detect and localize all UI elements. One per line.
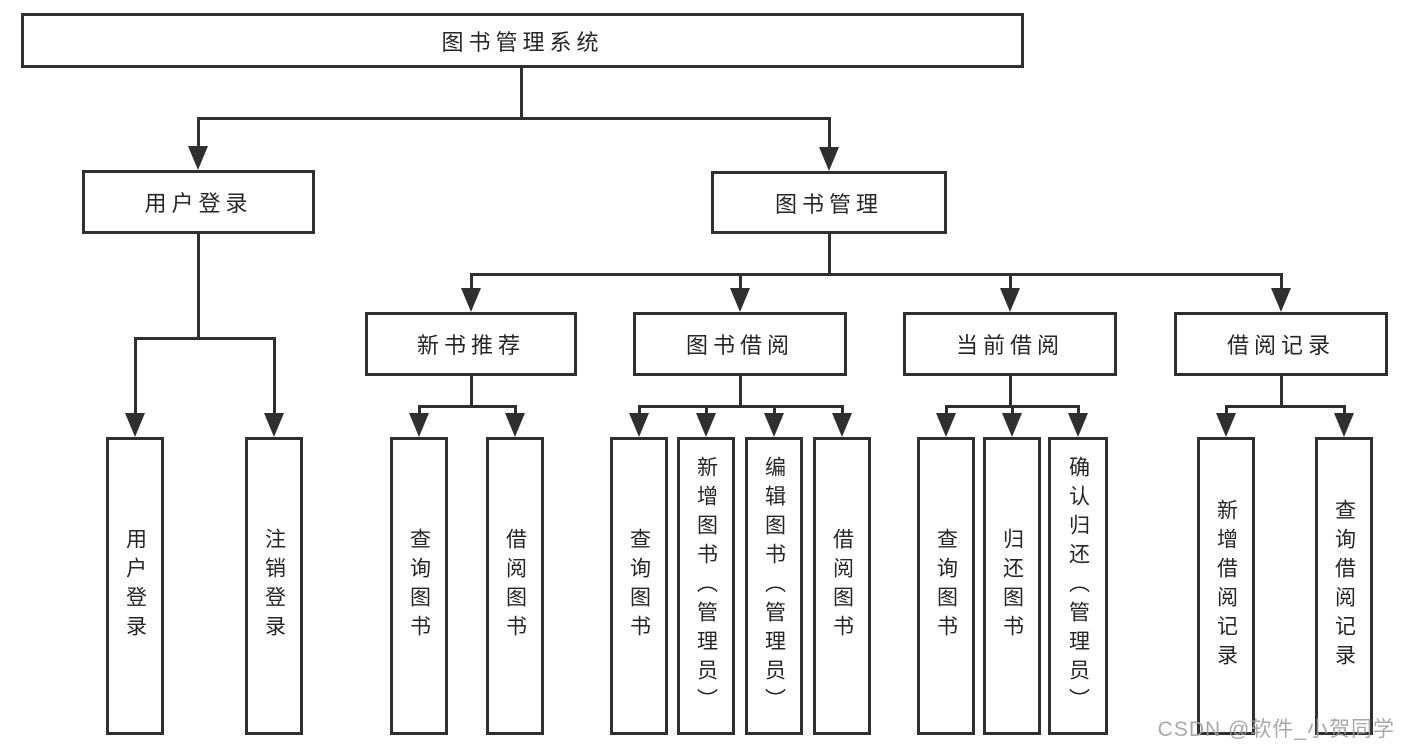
arrowhead-icon	[730, 288, 750, 312]
node-book-management: 图书管理	[711, 171, 947, 234]
leaf-add-book-admin: 新增图书（管理员）	[677, 437, 735, 735]
node-borrow-records: 借阅记录	[1174, 312, 1388, 376]
node-label: 图书管理系统	[441, 29, 604, 55]
arrowhead-icon	[764, 413, 784, 437]
connector-to-leaf	[134, 337, 137, 416]
arrowhead-icon	[1002, 413, 1022, 437]
node-label: 用户登录	[144, 191, 253, 216]
leaf-borrow-books: 借阅图书	[813, 437, 871, 735]
connector-to-leaf	[1011, 405, 1014, 417]
leaf-logout: 注销登录	[245, 437, 303, 735]
connector-root-stem	[520, 68, 523, 117]
node-label: 查询借阅记录	[1332, 499, 1356, 673]
node-label: 图书借阅	[685, 333, 794, 358]
connector-to-leaf	[638, 405, 641, 417]
arrowhead-icon	[1216, 413, 1236, 437]
connector-to-level3	[1280, 273, 1283, 291]
connector-branch-level3	[470, 273, 1283, 276]
leaf-query-books-current: 查询图书	[917, 437, 975, 735]
connector-branch-level2	[197, 117, 831, 120]
leaf-query-books-recommend: 查询图书	[390, 437, 448, 735]
connector-branch	[638, 405, 844, 408]
connector-branch	[418, 405, 517, 408]
connector-book-management-stem	[828, 234, 831, 274]
node-current-borrow: 当前借阅	[903, 312, 1117, 376]
node-label: 图书管理	[774, 191, 883, 217]
node-label: 借阅记录	[1226, 333, 1335, 358]
connector-user-login-stem	[197, 234, 200, 338]
node-label: 当前借阅	[955, 333, 1064, 358]
arrowhead-icon	[125, 413, 145, 437]
arrowhead-icon	[936, 413, 956, 437]
leaf-query-borrow-record: 查询借阅记录	[1315, 437, 1373, 735]
connector-to-leaf	[418, 405, 421, 417]
connector-to-leaf	[1225, 405, 1228, 417]
connector-to-level3	[739, 273, 742, 291]
watermark: CSDN @软件_小贺同学	[1157, 718, 1395, 741]
leaf-return-book: 归还图书	[983, 437, 1041, 735]
arrowhead-icon	[629, 413, 649, 437]
arrowhead-icon	[188, 146, 208, 170]
node-book-management-system: 图书管理系统	[21, 13, 1024, 68]
connector-to-leaf	[1343, 405, 1346, 417]
connector-to-leaf	[273, 337, 276, 416]
node-new-book-recommend: 新书推荐	[365, 312, 577, 376]
node-label: 确认归还（管理员）	[1066, 455, 1090, 717]
connector-to-leaf	[773, 405, 776, 417]
connector-to-book-management	[828, 117, 831, 150]
leaf-edit-book-admin: 编辑图书（管理员）	[745, 437, 803, 735]
arrowhead-icon	[409, 413, 429, 437]
arrowhead-icon	[696, 413, 716, 437]
node-label: 注销登录	[262, 528, 286, 644]
node-label: 借阅图书	[503, 528, 527, 644]
node-label: 借阅图书	[830, 528, 854, 644]
node-label: 编辑图书（管理员）	[762, 455, 786, 717]
arrowhead-icon	[1334, 413, 1354, 437]
arrowhead-icon	[1000, 288, 1020, 312]
node-label: 新书推荐	[416, 333, 525, 358]
node-label: 查询图书	[407, 528, 431, 644]
leaf-confirm-return-admin: 确认归还（管理员）	[1048, 437, 1108, 735]
node-user-login: 用户登录	[82, 170, 315, 234]
connector-to-leaf	[945, 405, 948, 417]
arrowhead-icon	[1271, 288, 1291, 312]
arrowhead-icon	[505, 413, 525, 437]
connector-to-level3	[1009, 273, 1012, 291]
connector-to-leaf	[705, 405, 708, 417]
connector-branch-user-login	[134, 337, 276, 340]
leaf-user-login: 用户登录	[106, 437, 164, 735]
connector-to-leaf	[841, 405, 844, 417]
node-label: 归还图书	[1000, 528, 1024, 644]
node-label: 查询图书	[627, 528, 651, 644]
leaf-add-borrow-record: 新增借阅记录	[1197, 437, 1255, 735]
connector-stem	[470, 376, 473, 406]
node-label: 查询图书	[934, 528, 958, 644]
arrowhead-icon	[461, 288, 481, 312]
leaf-borrow-books-recommend: 借阅图书	[486, 437, 544, 735]
connector-stem	[739, 376, 742, 406]
connector-to-leaf	[514, 405, 517, 417]
node-label: 用户登录	[123, 528, 147, 644]
connector-branch	[1225, 405, 1346, 408]
connector-stem	[1009, 376, 1012, 406]
leaf-query-books-borrow: 查询图书	[610, 437, 668, 735]
connector-to-leaf	[1077, 405, 1080, 417]
arrowhead-icon	[819, 147, 839, 171]
arrowhead-icon	[1068, 413, 1088, 437]
node-label: 新增借阅记录	[1214, 499, 1238, 673]
arrowhead-icon	[264, 413, 284, 437]
arrowhead-icon	[832, 413, 852, 437]
connector-stem	[1280, 376, 1283, 406]
connector-to-user-login	[197, 117, 200, 149]
node-label: 新增图书（管理员）	[694, 455, 718, 717]
node-book-borrow: 图书借阅	[633, 312, 847, 376]
connector-to-level3	[470, 273, 473, 291]
